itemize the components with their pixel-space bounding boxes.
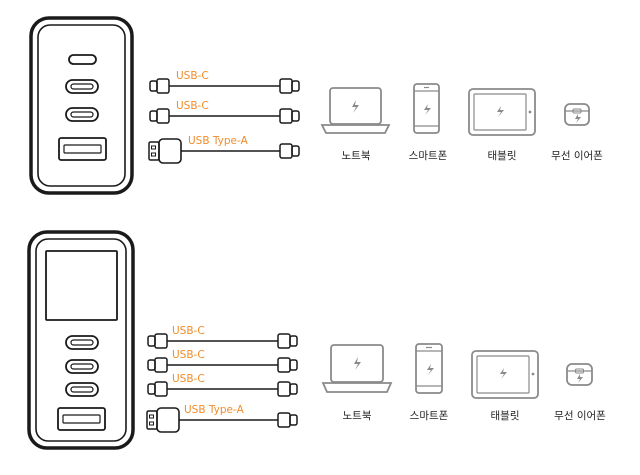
cable-usb-c-3: USB-C [147,373,298,397]
cable-usb-a: USB Type-A [148,135,300,164]
cable-label: USB-C [176,70,209,82]
cable-usb-c-2: USB-C [149,100,300,124]
usb-c-port-icon [65,335,99,350]
device-label: 태블릿 [488,150,517,162]
smartphone-icon [413,83,440,134]
device-label: 무선 이어폰 [554,410,606,422]
usb-c-port-icon [65,359,99,374]
usb-c-plug-icon [147,335,156,347]
earbuds-case-icon [566,363,593,386]
device-label: 스마트폰 [410,410,449,422]
usb-a-port-icon [57,407,106,431]
cable-label: USB-C [172,373,205,385]
laptop-icon [321,344,393,393]
usb-c-port-icon [65,79,99,94]
device-label: 노트북 [343,410,372,422]
usb-c-plug-icon [277,381,291,397]
cable-label: USB Type-A [184,404,245,416]
device-label: 노트북 [342,150,371,162]
cable-label: USB-C [172,349,205,361]
usb-c-plug-icon [147,359,156,371]
tablet-icon [468,88,536,136]
usb-c-port-icon [65,382,99,397]
usb-c-plug-icon [279,143,293,159]
charger-2 [27,230,135,450]
usb-c-plug-icon [149,80,158,92]
usb-c-port-icon [65,107,99,122]
tablet-icon [471,350,539,399]
usb-a-plug-icon [148,138,182,164]
cable-usb-c-2: USB-C [147,349,298,373]
usb-c-plug-icon [277,412,291,428]
usb-c-port-icon [68,54,97,65]
cable-label: USB-C [172,325,205,337]
usb-c-plug-icon [279,78,293,94]
device-label: 태블릿 [491,410,520,422]
cable-usb-c-1: USB-C [149,70,300,94]
smartphone-icon [415,343,443,394]
device-label: 스마트폰 [409,150,448,162]
cable-label: USB Type-A [188,135,249,147]
earbuds-case-icon [564,103,590,126]
cable-label: USB-C [176,100,209,112]
device-label: 무선 이어폰 [551,150,603,162]
usb-a-port-icon [58,137,107,161]
display-screen [45,250,118,321]
laptop-icon [320,87,391,134]
cable-usb-c-1: USB-C [147,325,298,349]
usb-c-plug-icon [277,357,291,373]
charger-1 [29,16,134,195]
usb-c-plug-icon [147,383,156,395]
cable-usb-a: USB Type-A [146,404,298,433]
usb-a-plug-icon [146,407,180,433]
usb-c-plug-icon [279,108,293,124]
usb-c-plug-icon [149,110,158,122]
usb-c-plug-icon [277,333,291,349]
